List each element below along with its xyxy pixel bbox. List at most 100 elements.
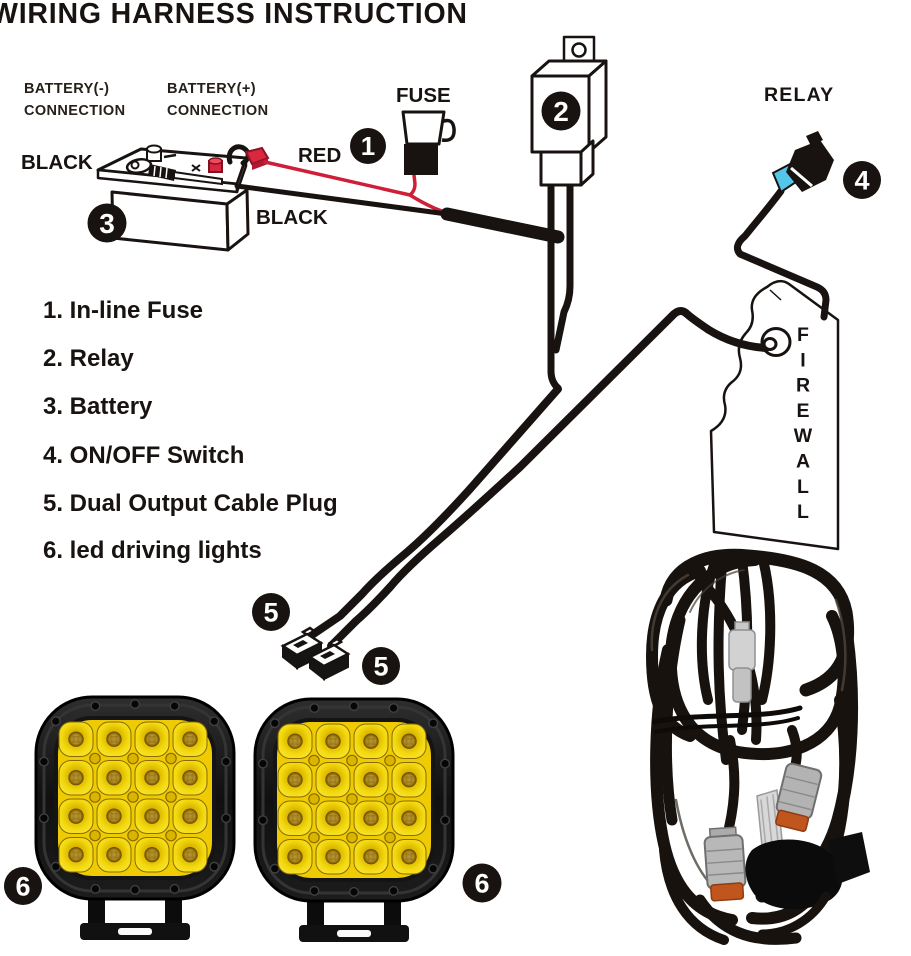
- callout-number: 3: [99, 208, 115, 239]
- callout-number: 2: [553, 96, 569, 127]
- callout-number: 5: [373, 652, 388, 682]
- callout-switch: 4: [843, 161, 881, 199]
- plus-mark-icon: [191, 164, 201, 172]
- black-wire-label-lower: BLACK: [256, 206, 328, 229]
- fuse-illustration: [401, 110, 456, 175]
- switch-body-icon: [786, 140, 834, 192]
- minus-mark-icon: [163, 153, 177, 159]
- terminal-strap-icon: [173, 170, 223, 186]
- screw-icon: [38, 756, 49, 767]
- screw-icon: [221, 756, 232, 767]
- screw-icon: [428, 718, 439, 729]
- led-driving-light-left: [34, 695, 236, 940]
- screw-icon: [221, 813, 232, 824]
- screw-icon: [50, 861, 61, 872]
- callout-number: 6: [15, 872, 30, 902]
- callout-number: 5: [263, 598, 278, 628]
- screw-icon: [349, 701, 360, 712]
- svg-text:A: A: [796, 451, 810, 473]
- cable-tie-icon: [651, 705, 803, 725]
- screw-icon: [169, 883, 180, 894]
- wire-relay-right: [552, 181, 574, 354]
- battery-pos-label-line2: CONNECTION: [167, 103, 268, 119]
- screw-icon: [309, 703, 320, 714]
- battery-neg-label-line1: BATTERY(-): [24, 81, 109, 97]
- callout-plug-upper: 5: [252, 593, 290, 631]
- screw-icon: [129, 699, 140, 710]
- battery-pos-label-line1: BATTERY(+): [167, 81, 256, 97]
- red-wire-label: RED: [298, 144, 341, 167]
- callout-number: 6: [474, 869, 489, 899]
- screw-icon: [428, 863, 439, 874]
- svg-text:R: R: [796, 375, 810, 397]
- callout-plug-lower: 5: [362, 647, 400, 685]
- wire-relay-left: [547, 181, 562, 392]
- screw-icon: [90, 883, 101, 894]
- svg-text:W: W: [794, 425, 813, 447]
- screw-icon: [50, 716, 61, 727]
- fuse-handle-icon: [440, 118, 456, 143]
- wire-switch: [733, 187, 830, 321]
- callout-battery: 3: [87, 203, 127, 243]
- svg-text:F: F: [797, 324, 809, 346]
- screw-icon: [440, 815, 451, 826]
- screw-icon: [209, 716, 220, 727]
- wire-fuse-return-red: [408, 193, 454, 217]
- callout-fuse: 1: [350, 128, 386, 164]
- screw-icon: [129, 884, 140, 895]
- screw-icon: [309, 885, 320, 896]
- fuse-label: FUSE: [396, 84, 451, 107]
- rubber-boot-icon: [745, 839, 843, 910]
- screw-icon: [38, 813, 49, 824]
- svg-text:E: E: [796, 400, 809, 422]
- wiring-harness-photo: [645, 548, 870, 945]
- wedge-lock-orange-icon: [775, 809, 810, 832]
- legend-list: 1. In-line Fuse 2. Relay 3. Battery 4. O…: [43, 297, 338, 564]
- callout-light-left: 6: [4, 867, 42, 905]
- black-wire-label-upper: BLACK: [21, 151, 93, 174]
- wire-output-a: [305, 385, 562, 641]
- relay-mount-hole-icon: [571, 42, 587, 58]
- screw-icon: [269, 863, 280, 874]
- legend-item-2: 2. Relay: [43, 345, 134, 372]
- wire-harness-sheath: [440, 207, 565, 244]
- callout-light-right: 6: [462, 863, 502, 903]
- wire-output-b: [327, 307, 770, 650]
- page-title: WIRING HARNESS INSTRUCTION: [0, 0, 468, 30]
- deutsch-connector-lower-icon: [703, 826, 747, 902]
- svg-text:I: I: [800, 349, 805, 371]
- fuse-body-icon: [404, 144, 438, 175]
- wedge-lock-orange-icon: [710, 882, 745, 902]
- grommet-hole-icon: [762, 337, 778, 351]
- relay-label: RELAY: [764, 84, 834, 106]
- led-driving-light-right: [253, 697, 455, 942]
- wire-battery-negative: [234, 183, 450, 217]
- screw-icon: [388, 885, 399, 896]
- harness-fuse-holder-icon: [728, 621, 756, 703]
- callout-number: 4: [854, 166, 869, 196]
- ring-terminal-hook-icon: [226, 144, 251, 166]
- screw-icon: [349, 886, 360, 897]
- battery-illustration: [96, 144, 270, 252]
- svg-text:L: L: [797, 501, 809, 523]
- screw-icon: [209, 861, 220, 872]
- svg-text:L: L: [797, 476, 809, 498]
- wire-battery-positive-red: [263, 160, 412, 197]
- screw-icon: [90, 701, 101, 712]
- callout-number: 1: [361, 131, 375, 161]
- battery-neg-label-line2: CONNECTION: [24, 103, 125, 119]
- screw-icon: [257, 758, 268, 769]
- screw-icon: [440, 758, 451, 769]
- legend-item-4: 4. ON/OFF Switch: [43, 442, 244, 469]
- callout-relay: 2: [541, 91, 581, 131]
- connector-end-icon: [828, 832, 870, 884]
- screw-icon: [169, 701, 180, 712]
- legend-item-5: 5. Dual Output Cable Plug: [43, 490, 338, 517]
- dual-output-plugs: [280, 626, 351, 682]
- screw-icon: [269, 718, 280, 729]
- legend-item-3: 3. Battery: [43, 393, 153, 420]
